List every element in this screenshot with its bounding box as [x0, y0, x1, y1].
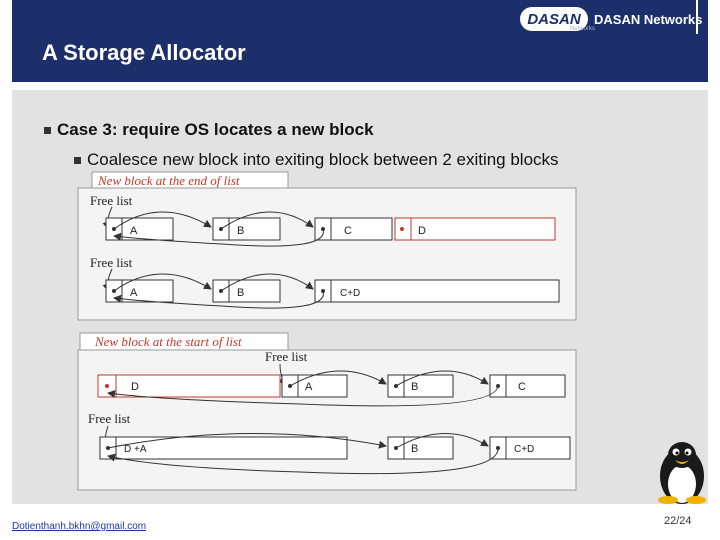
- block-c-label: C: [518, 381, 526, 393]
- block-d-new: [98, 375, 280, 397]
- free-list-label: Free list: [90, 255, 133, 270]
- figure-bottom: New block at the start of list Free list…: [78, 333, 576, 490]
- block-c-plus-d-label: C+D: [514, 444, 534, 455]
- figure-bottom-panel: [78, 350, 576, 490]
- block-b: [213, 280, 280, 302]
- block-b: [213, 218, 280, 240]
- block-d-label: D: [131, 381, 139, 393]
- block-c-label: C: [344, 225, 352, 237]
- figure-bottom-caption: New block at the start of list: [94, 334, 242, 349]
- block-c-plus-d-label: C+D: [340, 288, 360, 299]
- block-b-label: B: [237, 225, 244, 237]
- figure-top: New block at the end of list Free list A…: [78, 172, 576, 320]
- block-c: [490, 375, 565, 397]
- block-a-label: A: [130, 225, 138, 237]
- footer-email-link[interactable]: Dotienthanh.bkhn@gmail.com: [12, 521, 146, 532]
- block-c: [315, 218, 392, 240]
- block-b-label: B: [237, 287, 244, 299]
- block-b-label: B: [411, 443, 418, 455]
- free-list-label: Free list: [90, 193, 133, 208]
- figure-top-caption: New block at the end of list: [97, 173, 240, 188]
- linux-penguin-icon: [658, 442, 706, 504]
- block-d-plus-a-label: D +A: [124, 444, 147, 455]
- block-a-label: A: [305, 381, 313, 393]
- free-list-label: Free list: [265, 349, 308, 364]
- block-a-label: A: [130, 287, 138, 299]
- page-number: 22/24: [664, 515, 692, 527]
- block-b-label: B: [411, 381, 418, 393]
- free-list-label: Free list: [88, 411, 131, 426]
- block-d-label: D: [418, 225, 426, 237]
